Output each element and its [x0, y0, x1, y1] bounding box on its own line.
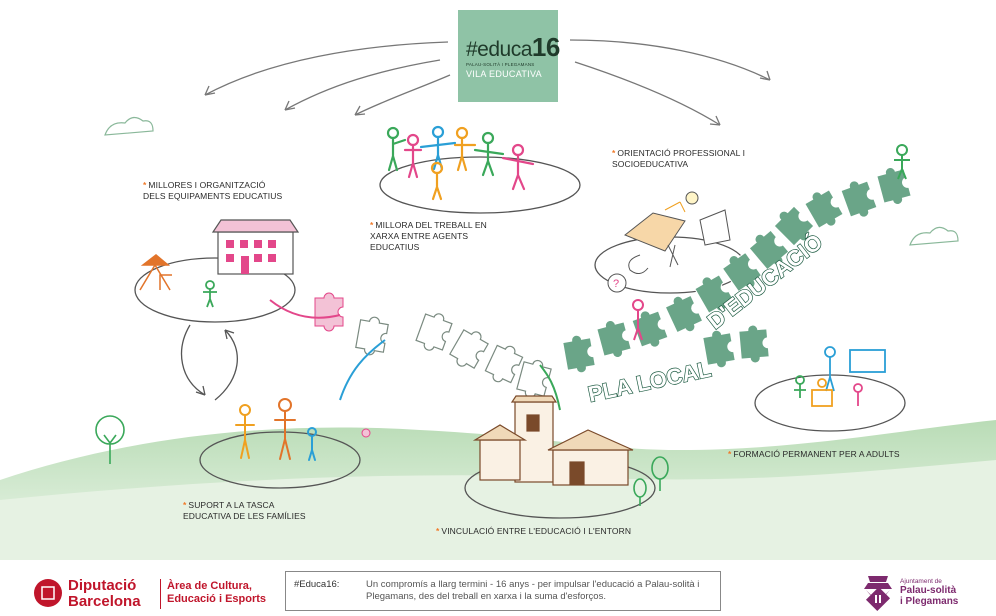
- swirl-pink: [269, 299, 341, 319]
- flower: [361, 428, 371, 438]
- question-mark: ?: [613, 278, 619, 290]
- label-suport: *SUPORT A LA TASCA EDUCATIVA DE LES FAMÍ…: [183, 500, 306, 521]
- logo-title: #educa16: [466, 32, 560, 62]
- label-vinculacio: *VINCULACIÓ ENTRE L'EDUCACIÓ I L'ENTORN: [436, 526, 632, 536]
- circle-equipaments: [134, 257, 296, 323]
- top-arrows: [204, 39, 771, 126]
- asterisk-icon: *: [143, 180, 147, 190]
- puzzle-path-left: [354, 308, 554, 402]
- puzzle-path-right: [561, 163, 913, 376]
- circle-treball: [379, 156, 581, 214]
- footer-logos: [34, 576, 892, 612]
- swirl-blue: [339, 339, 386, 401]
- diputacio-seal-icon: [34, 579, 62, 607]
- orientacio-objects: [624, 191, 731, 274]
- footer-separator: [160, 579, 161, 609]
- tagline-box: #Educa16: Un compromís a llarg termini -…: [285, 571, 721, 611]
- figure-top-right: [894, 144, 910, 180]
- label-millores: *MILLORES I ORGANITZACIÓ DELS EQUIPAMENT…: [143, 180, 283, 201]
- asterisk-icon: *: [436, 526, 440, 536]
- family-figures: [235, 398, 317, 461]
- logo-tagline: VILA EDUCATIVA: [466, 69, 542, 79]
- area-cultura: Àrea de Cultura,Educació i Esports: [167, 580, 267, 605]
- tagline-text: Un compromís a llarg termini - 16 anys -…: [366, 579, 700, 602]
- pla-local-text: PLA LOCAL: [586, 356, 714, 406]
- cloud-left: [104, 116, 154, 136]
- church-building: [472, 395, 634, 486]
- school-building: [211, 219, 300, 275]
- asterisk-icon: *: [612, 148, 616, 158]
- hashtag-label: #Educa16:: [294, 579, 340, 590]
- trees-right: [633, 456, 669, 506]
- hill-highlight: [0, 460, 996, 560]
- classroom-figures: [794, 346, 886, 407]
- playground: [139, 254, 172, 291]
- ajuntament-caption: Ajuntament de: [900, 578, 942, 585]
- child-figure: [203, 280, 217, 308]
- asterisk-icon: *: [370, 220, 374, 230]
- label-orientacio: *ORIENTACIÓ PROFESSIONAL I SOCIOEDUCATIV…: [612, 148, 746, 169]
- asterisk-icon: *: [183, 500, 187, 510]
- ajuntament-crown-icon: [864, 576, 892, 589]
- cloud-right: [909, 226, 959, 246]
- label-formacio: *FORMACIÓ PERMANENT PER A ADULTS: [728, 449, 900, 459]
- people-ring: [386, 125, 535, 201]
- circle-families: [199, 431, 361, 489]
- puzzle-piece-pink: [314, 292, 344, 332]
- logo-subtitle: PALAU-SOLITÀ I PLEGAMANS: [466, 62, 535, 67]
- educa16-logo: #educa16 PALAU-SOLITÀ I PLEGAMANS VILA E…: [458, 10, 560, 102]
- asterisk-icon: *: [728, 449, 732, 459]
- tree-left: [95, 415, 125, 464]
- label-treball: *MILLORA DEL TREBALL EN XARXA ENTRE AGEN…: [370, 220, 487, 252]
- questioning-person: [607, 273, 644, 341]
- cycle-arrows: [180, 324, 238, 401]
- circle-adults: [754, 374, 906, 432]
- swirl-green: [539, 364, 561, 411]
